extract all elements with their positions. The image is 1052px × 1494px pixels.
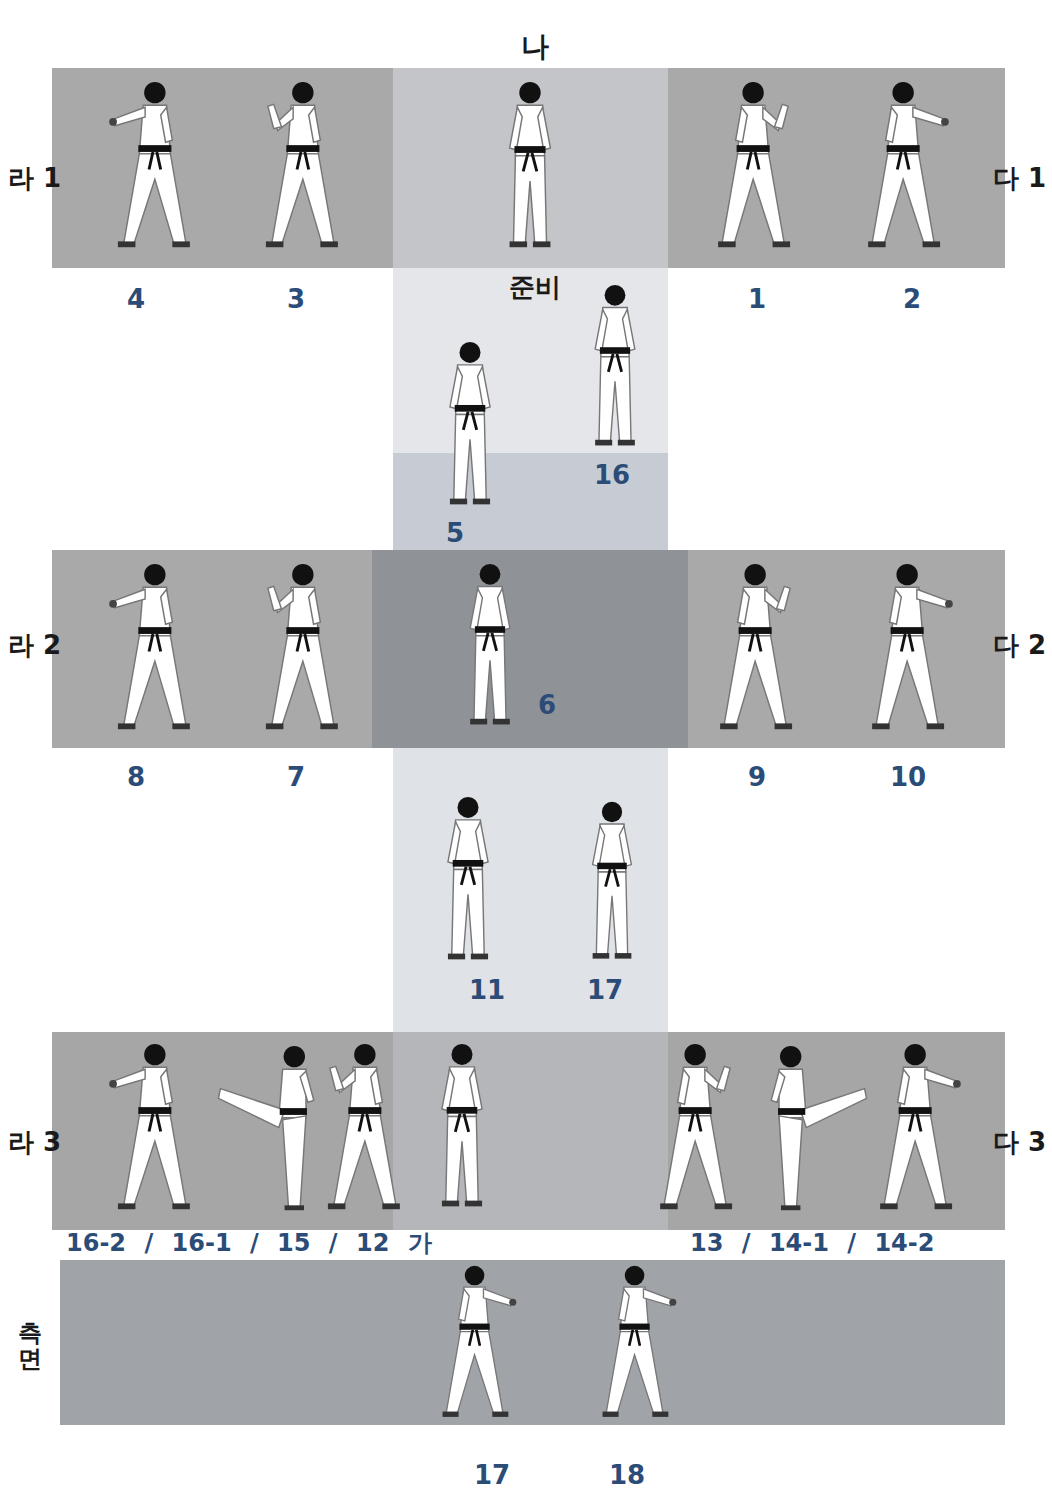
figure (872, 564, 953, 729)
figure (442, 1044, 482, 1206)
pattern-band: 라 2다 26 (52, 550, 1005, 748)
step-label: 6 (538, 690, 556, 721)
callout-number: 16-2 / 16-1 / 15 / 12 가 (66, 1229, 432, 1258)
callout-number: 3 (287, 284, 305, 315)
step-label: 다 3 (993, 1127, 1046, 1158)
step-label: 5 (446, 518, 464, 549)
figure (718, 82, 790, 247)
step-label: 라 3 (8, 1127, 61, 1158)
step-label: 라 2 (8, 630, 61, 661)
callout-number: 1 (748, 284, 766, 315)
step-label: 16 (594, 460, 630, 491)
step-label: 다 2 (993, 630, 1046, 661)
callout-number: 13 / 14-1 / 14-2 (690, 1229, 934, 1258)
figure (443, 1266, 517, 1417)
pattern-band: 측면 (60, 1260, 1005, 1425)
step-label: 나 (521, 30, 549, 64)
callout-number: 10 (890, 762, 926, 793)
figure (109, 82, 190, 247)
figure (109, 1044, 190, 1209)
callout-number: 18 (609, 1460, 645, 1491)
step-label: 다 1 (993, 163, 1046, 194)
callout-number: 7 (287, 762, 305, 793)
figure (448, 797, 488, 959)
figure (450, 342, 490, 504)
callout-number: 2 (903, 284, 921, 315)
figure (266, 82, 338, 247)
step-label: 11 (469, 975, 505, 1006)
callout-number: 4 (127, 284, 145, 315)
kick-figure (218, 1046, 313, 1210)
figure (720, 564, 792, 729)
figure (660, 1044, 732, 1209)
callout-number: 8 (127, 762, 145, 793)
side-label: 측면 (18, 1320, 42, 1373)
figure (328, 1044, 400, 1209)
callout-number: 9 (748, 762, 766, 793)
step-label: 17 (587, 975, 623, 1006)
step-label: 준비 (509, 272, 561, 303)
figure (595, 285, 635, 446)
figure (880, 1044, 961, 1209)
figure (266, 564, 338, 729)
kick-figure (771, 1046, 866, 1210)
figure (510, 82, 551, 247)
callout-number: 17 (474, 1460, 510, 1491)
figure (470, 564, 510, 725)
figure (109, 564, 190, 729)
figure (593, 802, 632, 959)
step-label: 라 1 (8, 163, 61, 194)
pattern-band: 라 3다 3 (52, 1032, 1005, 1230)
figure (603, 1266, 677, 1417)
figure (868, 82, 949, 247)
